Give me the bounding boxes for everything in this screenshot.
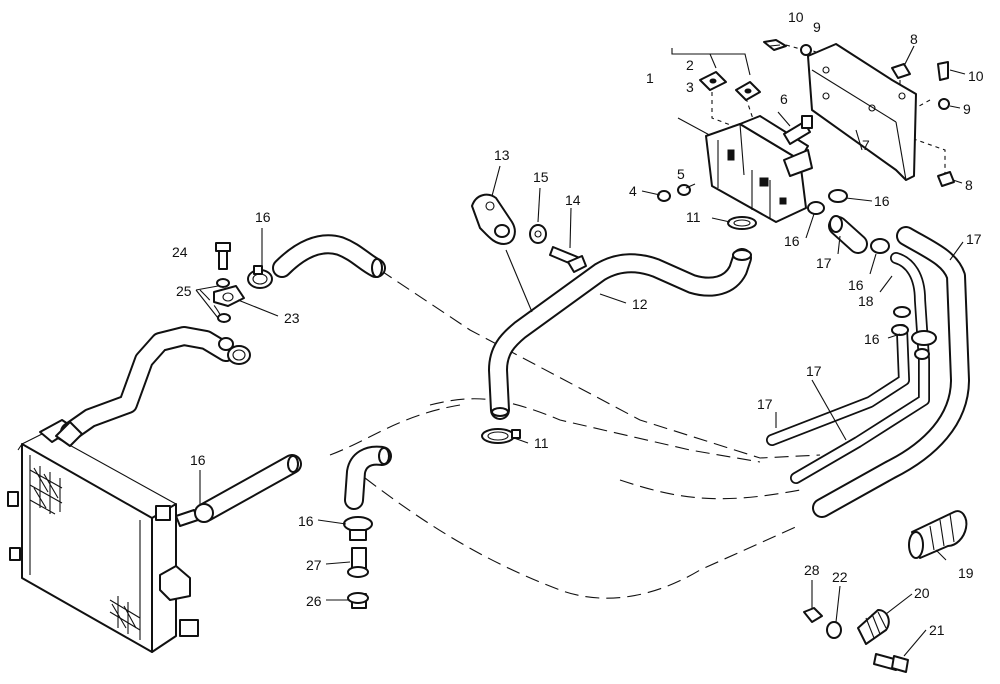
sleeve-19 — [911, 510, 968, 559]
callout-label: 27 — [306, 557, 322, 573]
callout-label: 6 — [780, 91, 788, 107]
bolt-24-head — [215, 242, 231, 252]
bolt-14 — [549, 246, 587, 273]
callout-label: 17 — [806, 363, 822, 379]
valve-outlet-clamps — [727, 189, 848, 230]
callout-label: 12 — [632, 296, 648, 312]
fitting-stack — [343, 516, 373, 609]
callout-label: 16 — [848, 277, 864, 293]
bracket-13 — [471, 193, 533, 313]
clamp-11-lower — [481, 428, 521, 444]
callout-label: 16 — [874, 193, 890, 209]
callout-label: 15 — [533, 169, 549, 185]
washer-22 — [826, 621, 842, 639]
callout-label: 20 — [914, 585, 930, 601]
fitting-group-23 — [213, 242, 273, 323]
filler-hose — [272, 234, 386, 278]
upper-radiator-hose — [55, 326, 251, 447]
callout-label: 17 — [757, 396, 773, 412]
callout-label: 5 — [677, 166, 685, 182]
callout-label: 3 — [686, 79, 694, 95]
hoses-17 — [766, 215, 970, 518]
callout-label: 8 — [965, 177, 973, 193]
callout-label: 9 — [963, 101, 971, 117]
callout-label: 11 — [686, 209, 701, 225]
callout-label: 17 — [966, 231, 982, 247]
callout-label: 16 — [298, 513, 314, 529]
spring-20 — [857, 609, 890, 645]
callout-label: 19 — [958, 565, 974, 581]
leader-lines — [195, 44, 966, 657]
callout-label: 28 — [804, 562, 820, 578]
callout-label: 18 — [858, 293, 874, 309]
callout-label: 16 — [784, 233, 800, 249]
lower-right-parts — [803, 510, 968, 673]
callout-label: 24 — [172, 244, 188, 260]
callout-label: 4 — [629, 183, 637, 199]
callout-label: 14 — [565, 192, 581, 208]
callout-label: 9 — [813, 19, 821, 35]
callout-label: 7 — [862, 137, 870, 153]
callout-label: 16 — [864, 331, 880, 347]
callout-label: 21 — [929, 622, 945, 638]
washer-15 — [529, 224, 547, 244]
callout-label: 1 — [646, 70, 654, 86]
washer-25-upper — [216, 278, 230, 288]
banjo-23 — [213, 285, 245, 307]
callout-label: 2 — [686, 57, 694, 73]
callout-label: 16 — [190, 452, 206, 468]
callout-label: 17 — [816, 255, 832, 271]
callout-label: 22 — [832, 569, 848, 585]
nut-28 — [803, 607, 823, 623]
callout-label: 11 — [534, 435, 549, 451]
hose-12 — [488, 248, 752, 420]
radiator-mesh — [29, 466, 141, 634]
lower-radiator-hose — [194, 445, 392, 523]
callout-label: 16 — [255, 209, 271, 225]
callout-label: 23 — [284, 310, 300, 326]
callout-label: 8 — [910, 31, 918, 47]
washer-25-lower — [217, 313, 231, 323]
heater-valve-assembly — [657, 39, 955, 223]
bolt-24-shank — [218, 250, 228, 270]
radiator — [7, 419, 199, 653]
clamp-11-upper — [727, 216, 757, 230]
callout-label: 13 — [494, 147, 510, 163]
callout-label: 26 — [306, 593, 322, 609]
callout-labels: 10 9 8 10 9 8 2 3 1 6 7 5 4 16 11 16 17 … — [172, 9, 984, 638]
callout-label: 10 — [788, 9, 804, 25]
callout-label: 10 — [968, 68, 984, 84]
callout-label: 25 — [176, 283, 192, 299]
